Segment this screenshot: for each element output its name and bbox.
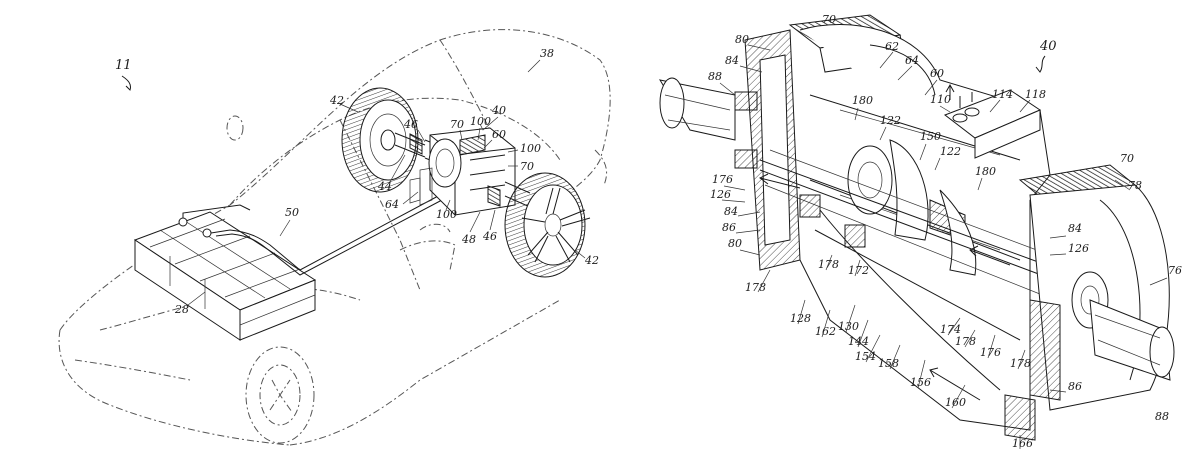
label-178c: 178 [955, 335, 976, 348]
internal-gearing [759, 139, 1061, 301]
label-70b: 70 [520, 160, 534, 173]
label-180a: 180 [852, 94, 873, 107]
label-122a: 122 [880, 114, 901, 127]
label-86a: 86 [722, 221, 736, 234]
right-tube [1089, 299, 1175, 381]
cross-section-figure: 40 70 70 80 80 84 84 84 88 88 86 86 78 6… [658, 13, 1182, 450]
label-62: 62 [885, 40, 899, 53]
label-130: 130 [838, 320, 859, 333]
front-left-wheel [245, 346, 315, 444]
label-70d: 70 [1120, 152, 1134, 165]
battery-pack [133, 204, 317, 341]
label-178d: 178 [1010, 357, 1031, 370]
label-70c: 70 [822, 13, 836, 26]
label-178a: 178 [745, 281, 766, 294]
label-154: 154 [855, 350, 876, 363]
label-88a: 88 [708, 70, 722, 83]
label-80a: 80 [735, 33, 749, 46]
label-128: 128 [790, 312, 811, 325]
label-70a: 70 [450, 118, 464, 131]
label-180b: 180 [975, 165, 996, 178]
connector-block [943, 89, 1042, 159]
label-50: 50 [285, 206, 299, 219]
label-126a: 126 [710, 188, 731, 201]
left-tube [658, 77, 758, 169]
label-144: 144 [848, 335, 869, 348]
label-114: 114 [992, 88, 1013, 101]
rear-right-wheel [504, 172, 591, 278]
label-64: 64 [385, 198, 399, 211]
label-28: 28 [174, 303, 189, 316]
rear-left-wheel [341, 87, 419, 193]
label-46b: 46 [482, 230, 497, 243]
label-156: 156 [910, 376, 931, 389]
label-100b: 100 [520, 142, 541, 155]
label-176a: 176 [712, 173, 733, 186]
label-42b: 42 [584, 254, 599, 267]
label-110: 110 [930, 93, 951, 106]
label-88b: 88 [1155, 410, 1169, 423]
label-176b: 176 [980, 346, 1001, 359]
label-44: 44 [377, 180, 392, 193]
label-86b: 86 [1068, 380, 1082, 393]
label-100c: 100 [436, 208, 457, 221]
label-80b: 80 [728, 237, 742, 250]
figure-ref-arrow-right [1035, 55, 1046, 73]
figure-ref-arrow [121, 75, 131, 91]
right-flange [1018, 164, 1170, 411]
label-118: 118 [1025, 88, 1046, 101]
label-84b: 84 [724, 205, 738, 218]
label-172: 172 [848, 264, 869, 277]
label-84a: 84 [725, 54, 739, 67]
label-122b: 122 [940, 145, 961, 158]
label-100a: 100 [470, 115, 491, 128]
outlet-port [1004, 394, 1036, 441]
label-78: 78 [1128, 179, 1142, 192]
label-84c: 84 [1068, 222, 1082, 235]
label-126b: 126 [1068, 242, 1089, 255]
leader-lines [719, 44, 1168, 449]
label-60: 60 [492, 128, 506, 141]
label-166: 166 [1012, 437, 1033, 450]
label-48: 48 [461, 233, 476, 246]
label-40: 40 [491, 104, 506, 117]
vehicle-figure: 11 38 40 42 42 46 46 44 70 70 100 100 10… [58, 29, 611, 446]
label-46a: 46 [403, 118, 418, 131]
figure-ref-11: 11 [115, 58, 132, 73]
label-162: 162 [815, 325, 836, 338]
power-cable [210, 194, 443, 276]
label-60r: 60 [930, 67, 944, 80]
label-76: 76 [1168, 264, 1182, 277]
label-174: 174 [940, 323, 961, 336]
label-150: 150 [920, 130, 941, 143]
flow-arrows [759, 83, 1011, 401]
label-64r: 64 [905, 54, 919, 67]
label-38: 38 [540, 47, 554, 60]
label-158: 158 [878, 357, 899, 370]
figure-ref-40: 40 [1039, 39, 1057, 54]
